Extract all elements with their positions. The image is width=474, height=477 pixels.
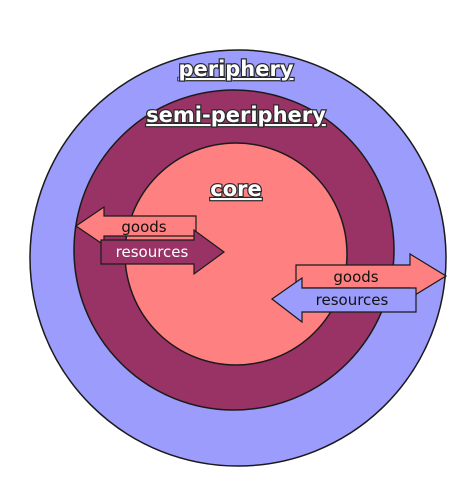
periphery-label: periphery	[178, 57, 293, 81]
right-goods-label: goods	[333, 268, 378, 286]
left-goods-label: goods	[121, 218, 166, 236]
left-resources-label: resources	[116, 243, 189, 261]
right-resources-arrow	[270, 276, 417, 324]
right-resources-label: resources	[316, 291, 389, 309]
left-resources-arrow	[100, 228, 226, 276]
core-label: core	[210, 177, 261, 201]
semi-periphery-label: semi-periphery	[146, 103, 326, 127]
